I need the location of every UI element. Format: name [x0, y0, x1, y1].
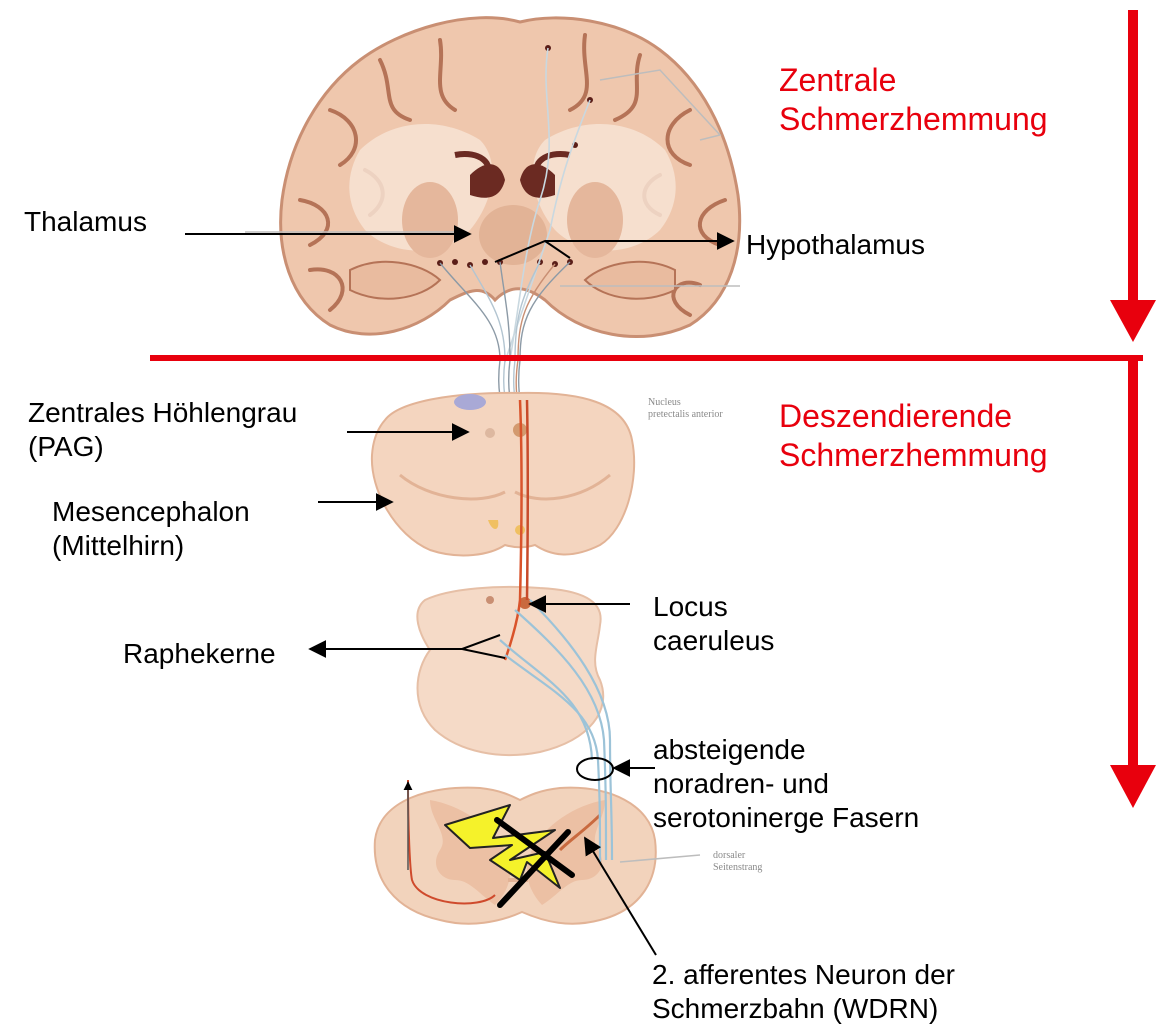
thalamus-label: Thalamus [24, 205, 147, 239]
mesencephalon-label: Mesencephalon (Mittelhirn) [52, 495, 250, 563]
brain-coronal-section [245, 18, 740, 362]
central-inhibition-label: Zentrale Schmerzhemmung [779, 61, 1048, 139]
hypothalamus-label: Hypothalamus [746, 228, 925, 262]
raphe-label: Raphekerne [123, 637, 276, 671]
fiber-highlight-circle [577, 758, 613, 780]
descending-fibers-label: absteigende noradren- und serotoninerge … [653, 733, 919, 835]
pag-label: Zentrales Höhlengrau (PAG) [28, 396, 297, 464]
second-afferent-neuron-label: 2. afferentes Neuron der Schmerzbahn (WD… [652, 958, 955, 1026]
mesencephalon-section [372, 393, 634, 556]
nucleus-pretectalis-label: Nucleus pretectalis anterior [648, 397, 723, 421]
descending-inhibition-label: Deszendierende Schmerzhemmung [779, 397, 1048, 475]
dorsal-lateral-tract-label: dorsaler Seitenstrang [713, 850, 762, 874]
central-section-arrow [1110, 10, 1156, 342]
locus-caeruleus-label: Locus caeruleus [653, 590, 774, 658]
descending-section-arrow [1110, 360, 1156, 808]
